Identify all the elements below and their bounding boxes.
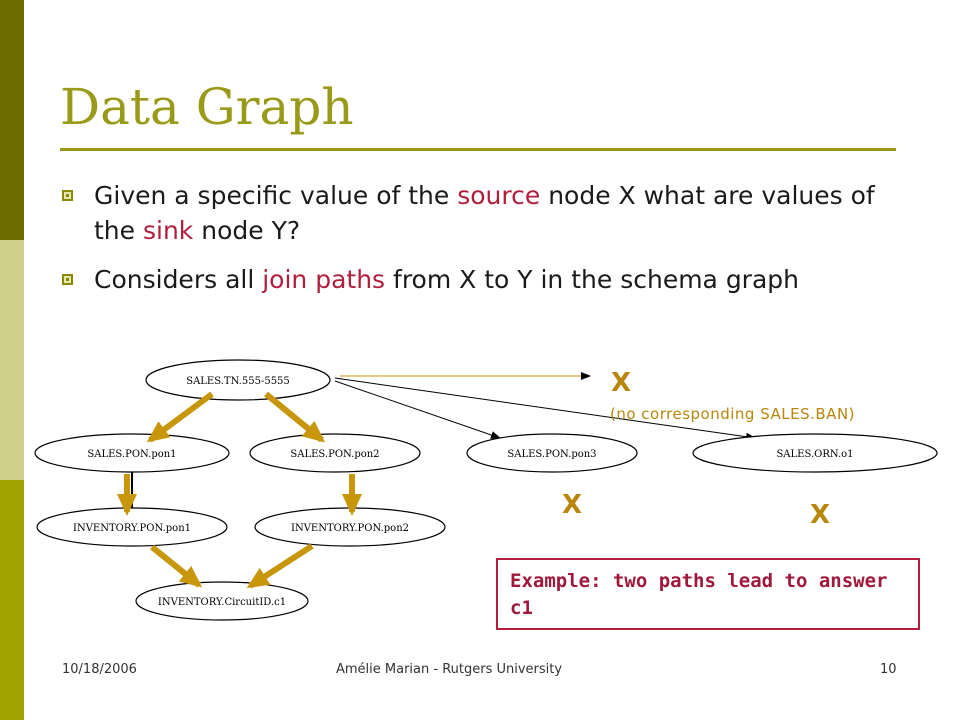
footer-author: Amélie Marian - Rutgers University [336, 662, 563, 677]
node-tn-label: SALES.TN.555-5555 [186, 376, 290, 387]
node-ipon2-label: INVENTORY.PON.pon2 [291, 523, 409, 534]
node-ipon1: INVENTORY.PON.pon1 [36, 507, 228, 547]
bullet-2-part: Considers all [94, 265, 263, 294]
sink-highlight: sink [142, 216, 194, 245]
node-cid-label: INVENTORY.CircuitID.c1 [158, 597, 286, 608]
no-match-note: (no corresponding SALES.BAN) [610, 405, 856, 423]
node-pon3: SALES.PON.pon3 [466, 433, 638, 473]
example-callout: Example: two paths lead to answer c1 [496, 558, 920, 630]
x-mark-pon3: X [562, 490, 583, 520]
node-orn-label: SALES.ORN.o1 [776, 449, 853, 460]
square-bullet-icon [62, 190, 73, 201]
bullet-1: Given a specific value of the source nod… [62, 178, 882, 248]
slide-title: Data Graph [60, 78, 354, 136]
example-text: Example: two paths lead to answer c1 [510, 570, 888, 619]
sidebar-block-dark [0, 0, 24, 240]
join-arrow-ipon2-cid [246, 543, 314, 589]
join-arrow-tn-pon1 [146, 391, 214, 443]
node-ipon1-label: INVENTORY.PON.pon1 [73, 523, 191, 534]
node-pon1: SALES.PON.pon1 [34, 433, 230, 473]
bullet-1-part: node Y? [193, 216, 301, 245]
title-underline [60, 148, 896, 151]
x-mark-ban: X [611, 368, 632, 398]
node-pon1-label: SALES.PON.pon1 [87, 449, 176, 460]
node-pon3-label: SALES.PON.pon3 [507, 449, 596, 460]
bullet-2-part: from X to Y in the schema graph [385, 265, 799, 294]
sidebar-decoration [0, 0, 24, 720]
sidebar-block-mid [0, 480, 24, 720]
join-arrow-tn-pon2 [264, 391, 326, 443]
node-pon2: SALES.PON.pon2 [249, 433, 421, 473]
footer-page-number: 10 [880, 662, 897, 677]
bullet-1-part: Given a specific value of the [94, 181, 458, 210]
x-mark-orn: X [810, 500, 831, 530]
node-ipon2: INVENTORY.PON.pon2 [254, 507, 446, 547]
edge-tn-orn [334, 377, 756, 441]
node-cid: INVENTORY.CircuitID.c1 [135, 581, 309, 621]
node-pon2-label: SALES.PON.pon2 [290, 449, 379, 460]
sidebar-block-light [0, 240, 24, 480]
node-orn: SALES.ORN.o1 [692, 433, 938, 473]
bullet-2-text: Considers all join paths from X to Y in … [94, 262, 882, 297]
node-tn: SALES.TN.555-5555 [145, 359, 331, 401]
join-arrow-ipon1-cid [150, 544, 203, 588]
square-bullet-icon [62, 274, 73, 285]
bullet-1-text: Given a specific value of the source nod… [94, 178, 882, 248]
edge-tn-pon3 [334, 380, 501, 439]
footer-date: 10/18/2006 [62, 662, 137, 677]
bullet-2: Considers all join paths from X to Y in … [62, 262, 882, 297]
join-paths-highlight: join paths [262, 265, 386, 294]
bullet-1-part: node X what are values of the [94, 181, 875, 245]
source-highlight: source [457, 181, 541, 210]
